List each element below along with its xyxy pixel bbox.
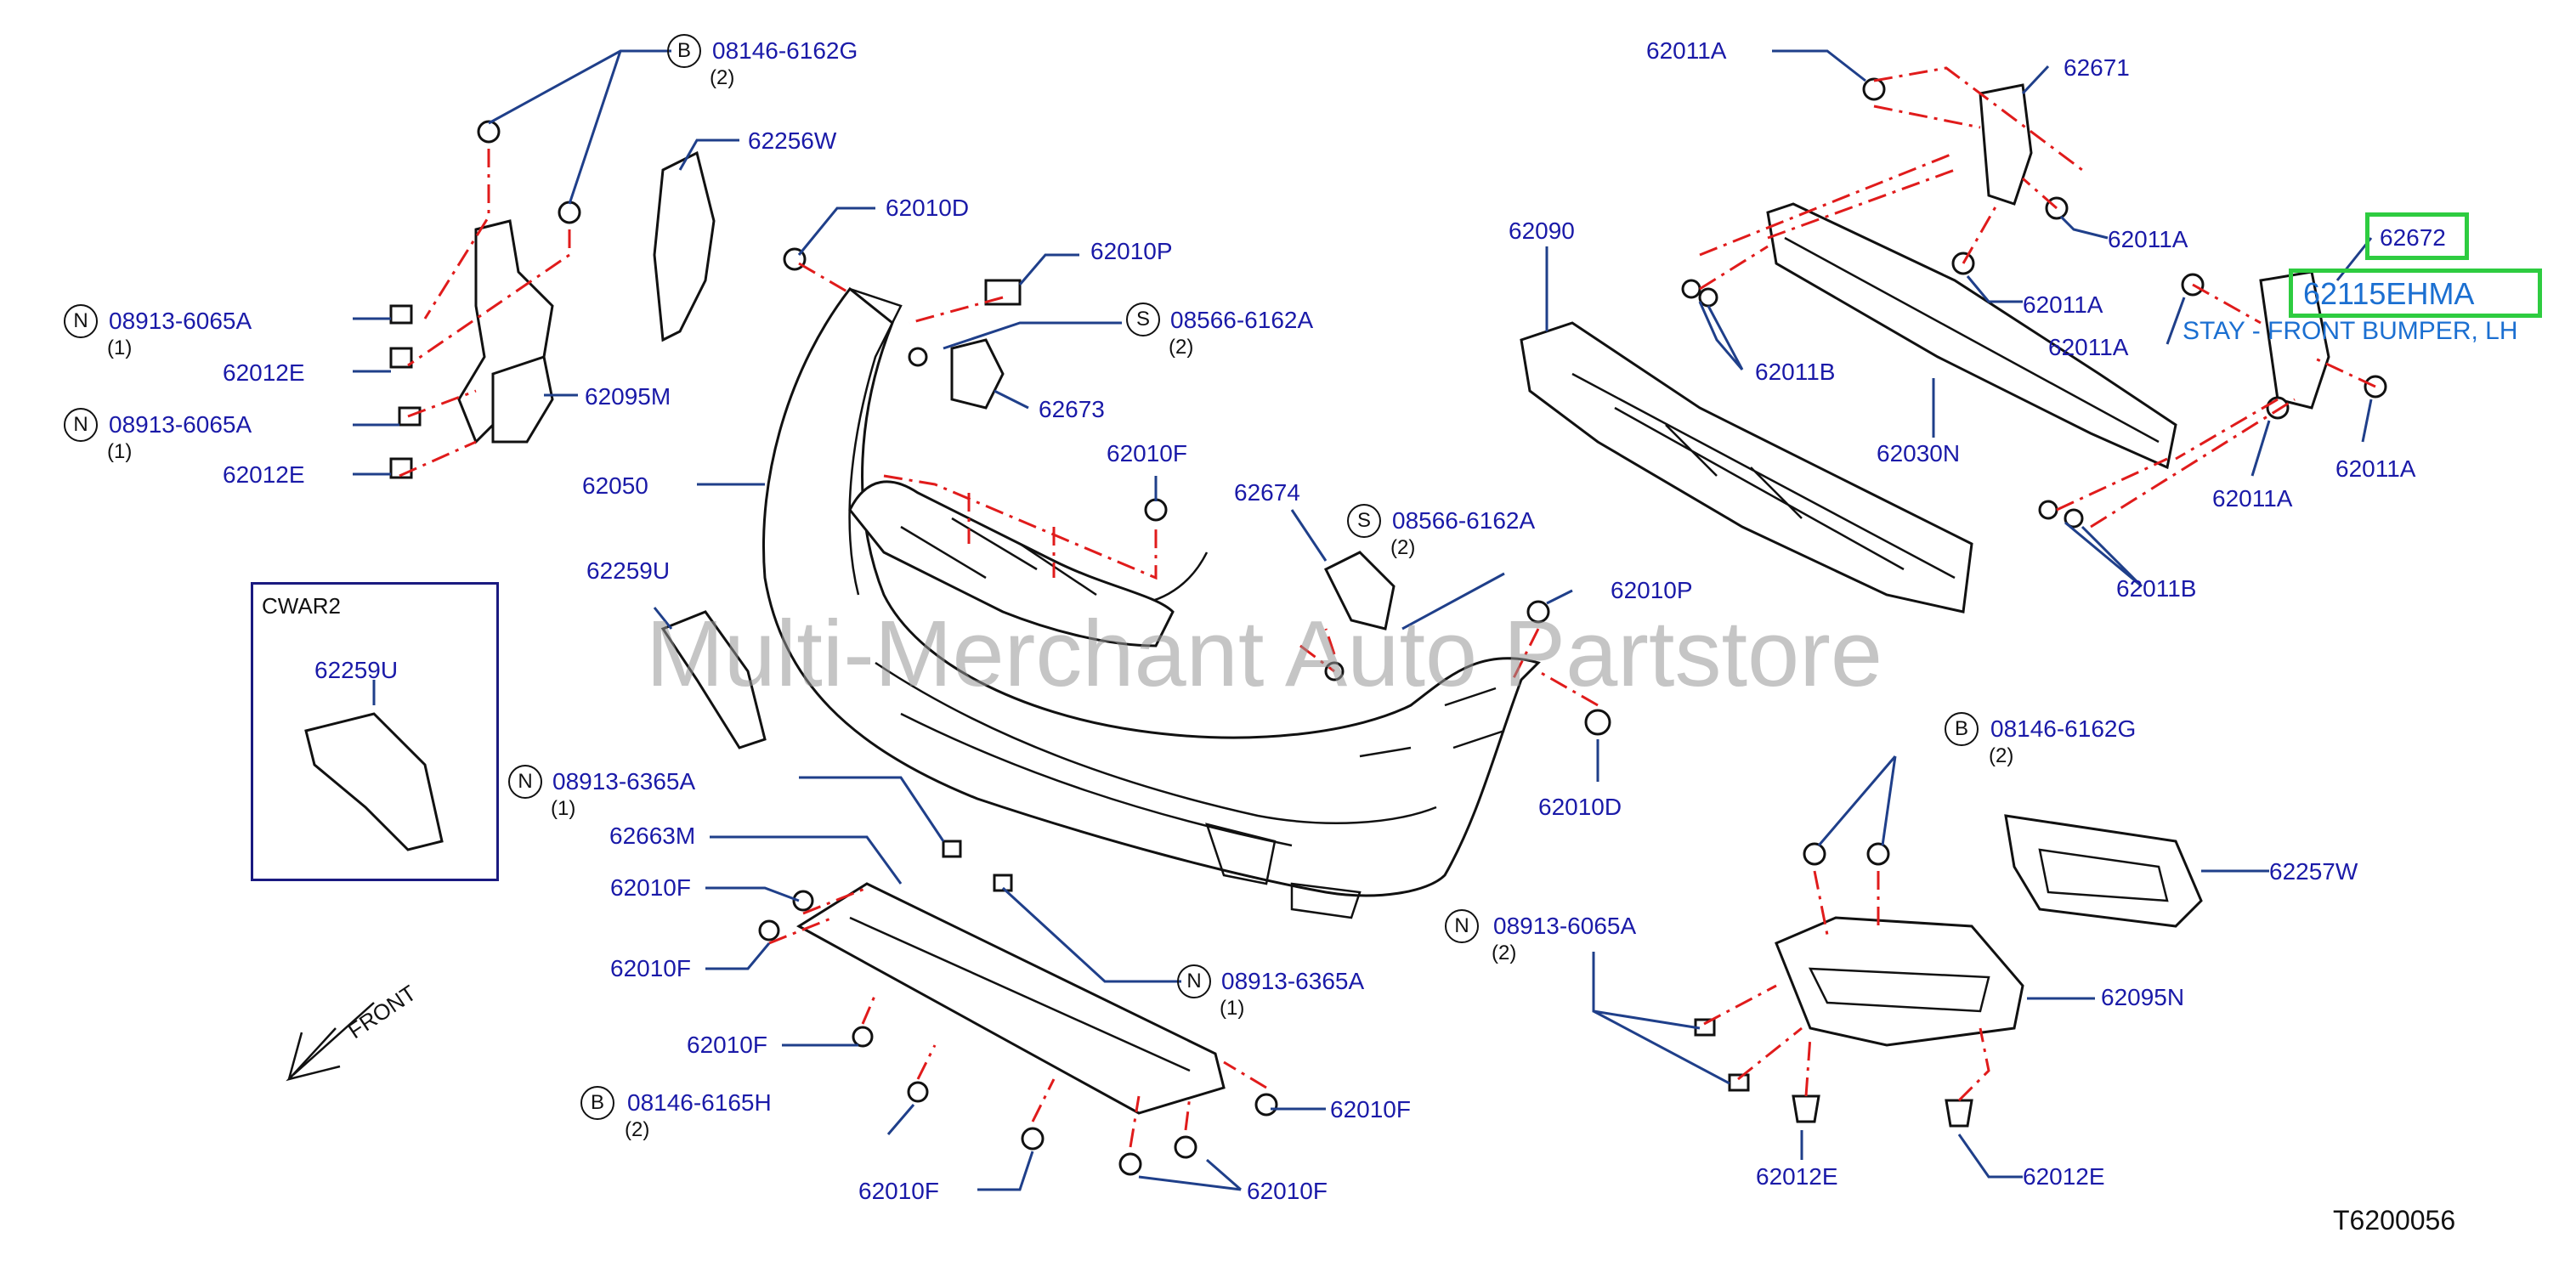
diagram-number: T6200056 bbox=[2333, 1205, 2456, 1236]
callout-08566-6162A[interactable]: 08566-6162A bbox=[1392, 507, 1536, 534]
callout-62011A[interactable]: 62011A bbox=[2335, 455, 2416, 482]
qty-08566-6162A: (2) bbox=[1169, 336, 1194, 359]
highlighted-part-description: STAY - FRONT BUMPER, LH bbox=[2183, 317, 2518, 345]
qty-08146-6165H: (2) bbox=[625, 1118, 650, 1141]
bumper-fascia-62050 bbox=[761, 286, 1541, 919]
callout-62259U[interactable]: 62259U bbox=[586, 557, 671, 584]
callout-08566-6162A[interactable]: 08566-6162A bbox=[1170, 307, 1314, 333]
callout-62011A[interactable]: 62011A bbox=[2023, 291, 2103, 318]
callout-62030N[interactable]: 62030N bbox=[1877, 440, 1961, 467]
inset-box-cwar2 bbox=[251, 582, 499, 881]
callout-62010F[interactable]: 62010F bbox=[610, 874, 691, 901]
qty-08913-6065A: (1) bbox=[107, 440, 133, 463]
bracket-62674 bbox=[1323, 551, 1396, 630]
callout-08913-6365A[interactable]: 08913-6365A bbox=[1221, 968, 1365, 994]
callout-62011B[interactable]: 62011B bbox=[1755, 359, 1836, 385]
callout-62663M[interactable]: 62663M bbox=[609, 823, 696, 849]
code-circle-n: N bbox=[1445, 909, 1479, 943]
leader-lines bbox=[353, 49, 2373, 1191]
callout-62095M[interactable]: 62095M bbox=[585, 383, 671, 410]
callout-62011A[interactable]: 62011A bbox=[2048, 334, 2129, 360]
bracket-62256W bbox=[653, 150, 716, 342]
callout-62012E[interactable]: 62012E bbox=[223, 359, 305, 386]
reinforcement-62030N bbox=[1766, 202, 2177, 470]
callout-62012E[interactable]: 62012E bbox=[1756, 1163, 1838, 1190]
callout-62011A[interactable]: 62011A bbox=[2212, 485, 2293, 512]
callout-62257W[interactable]: 62257W bbox=[2269, 858, 2358, 885]
callout-62671[interactable]: 62671 bbox=[2064, 54, 2130, 81]
code-circle-s: S bbox=[1126, 303, 1160, 336]
fog-bezel-62095N bbox=[1775, 916, 2024, 1047]
callout-62010F[interactable]: 62010F bbox=[1330, 1096, 1411, 1122]
qty-08913-6365A: (1) bbox=[551, 797, 576, 820]
inset-part-62259U bbox=[304, 712, 444, 851]
callout-62011B[interactable]: 62011B bbox=[2116, 575, 2197, 602]
bracket-62673 bbox=[950, 338, 1005, 410]
qty-08146-6162G: (2) bbox=[710, 66, 735, 89]
code-circle-n: N bbox=[64, 304, 98, 338]
watermark: Multi-Merchant Auto Partstore bbox=[646, 602, 1883, 706]
callout-62050[interactable]: 62050 bbox=[582, 472, 648, 499]
energy-absorber-62090 bbox=[1520, 321, 1973, 614]
under-cover-62663M bbox=[796, 882, 1226, 1115]
callout-62010F[interactable]: 62010F bbox=[1107, 440, 1187, 467]
qty-08913-6065A: (2) bbox=[1492, 942, 1517, 964]
stay-62672 bbox=[2259, 270, 2330, 410]
code-circle-b: B bbox=[667, 34, 701, 68]
callout-62010P[interactable]: 62010P bbox=[1611, 577, 1693, 603]
callout-62256W[interactable]: 62256W bbox=[748, 127, 837, 154]
callout-08146-6162G[interactable]: 08146-6162G bbox=[712, 37, 858, 64]
callout-62673[interactable]: 62673 bbox=[1039, 396, 1105, 422]
callout-62012E[interactable]: 62012E bbox=[223, 461, 305, 488]
qty-08566-6162A: (2) bbox=[1390, 536, 1416, 559]
callout-08146-6162G[interactable]: 08146-6162G bbox=[1990, 715, 2137, 742]
callout-62674[interactable]: 62674 bbox=[1234, 479, 1300, 506]
highlighted-part-number[interactable]: 62115EHMA bbox=[2303, 276, 2475, 311]
code-circle-b: B bbox=[1945, 712, 1979, 746]
callout-62010F[interactable]: 62010F bbox=[687, 1032, 767, 1058]
qty-08146-6162G: (2) bbox=[1989, 744, 2014, 767]
callout-62672[interactable]: 62672 bbox=[2380, 224, 2446, 251]
qty-08913-6065A: (1) bbox=[107, 336, 133, 359]
callout-62095N[interactable]: 62095N bbox=[2101, 984, 2185, 1010]
left-bracket-62095M bbox=[457, 219, 554, 444]
callout-62010P[interactable]: 62010P bbox=[1090, 238, 1173, 264]
highlight-box-part-number bbox=[2289, 269, 2542, 318]
code-circle-b: B bbox=[580, 1086, 614, 1120]
callout-62010F[interactable]: 62010F bbox=[858, 1178, 939, 1204]
callout-62010D[interactable]: 62010D bbox=[886, 195, 970, 221]
callout-62010F[interactable]: 62010F bbox=[1247, 1178, 1328, 1204]
fog-lamp-62257W bbox=[2004, 814, 2203, 928]
code-circle-s: S bbox=[1347, 504, 1381, 538]
code-circle-n: N bbox=[508, 765, 542, 799]
code-circle-n: N bbox=[64, 408, 98, 442]
code-circle-n: N bbox=[1177, 964, 1211, 998]
stay-62671 bbox=[1979, 83, 2033, 206]
highlight-box-62672 bbox=[2365, 212, 2469, 260]
mounting-lines bbox=[399, 66, 2376, 1148]
callout-62259U-inset[interactable]: 62259U bbox=[314, 657, 399, 683]
callout-08913-6065A[interactable]: 08913-6065A bbox=[109, 411, 252, 438]
qty-08913-6365A: (1) bbox=[1220, 997, 1245, 1020]
inset-title: CWAR2 bbox=[262, 593, 341, 619]
callout-62012E[interactable]: 62012E bbox=[2023, 1163, 2105, 1190]
callout-62090[interactable]: 62090 bbox=[1509, 218, 1575, 244]
callout-62010F[interactable]: 62010F bbox=[610, 955, 691, 981]
callout-62011A[interactable]: 62011A bbox=[2108, 226, 2188, 252]
grille-support bbox=[848, 480, 1175, 647]
callout-08913-6065A[interactable]: 08913-6065A bbox=[1493, 913, 1637, 939]
callout-08913-6065A[interactable]: 08913-6065A bbox=[109, 308, 252, 334]
callout-62011A[interactable]: 62011A bbox=[1646, 37, 1727, 64]
callout-08913-6365A[interactable]: 08913-6365A bbox=[552, 768, 696, 794]
side-bracket-62259U bbox=[660, 610, 767, 749]
callout-08146-6165H[interactable]: 08146-6165H bbox=[627, 1089, 772, 1116]
front-arrow-icon bbox=[286, 1002, 375, 1082]
callout-62010D[interactable]: 62010D bbox=[1538, 794, 1622, 820]
